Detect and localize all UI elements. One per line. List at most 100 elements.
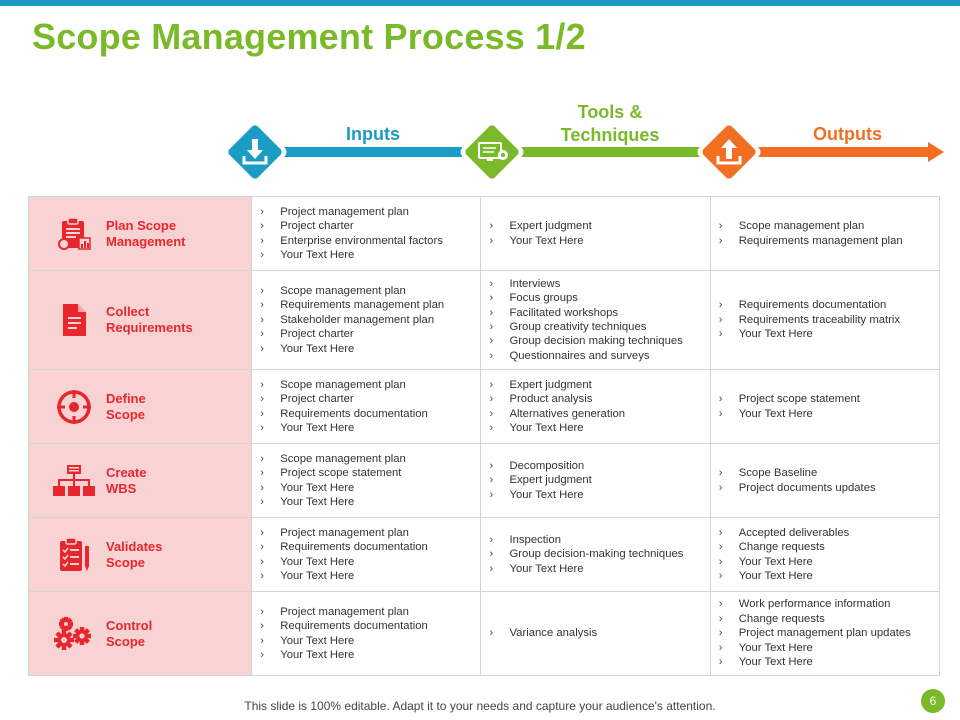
stage-label-outputs: Outputs [813, 124, 882, 144]
crosshair-icon [49, 387, 99, 427]
list-item: Your Text Here [489, 488, 709, 503]
inputs-cell: Scope management planProject scope state… [251, 443, 482, 518]
clipboard-chart-icon [49, 214, 99, 254]
list-item: Your Text Here [489, 421, 709, 436]
inputs-cell: Scope management planRequirements manage… [251, 270, 482, 370]
tools-list: InterviewsFocus groupsFacilitated worksh… [489, 277, 709, 364]
list-item: Project charter [260, 327, 480, 342]
list-item: Scope management plan [719, 219, 939, 234]
flow-line-outputs [735, 147, 931, 157]
table-row: Collect RequirementsScope management pla… [27, 270, 941, 370]
gears-icon [49, 614, 99, 654]
process-name: Define Scope [106, 390, 146, 422]
process-name: Create WBS [106, 464, 147, 496]
process-cell: Control Scope [27, 591, 253, 676]
list-item: Your Text Here [260, 569, 480, 584]
outputs-list: Scope BaselineProject documents updates [719, 466, 939, 495]
inputs-diamond [215, 112, 295, 192]
list-item: Project management plan [260, 605, 480, 620]
outputs-cell: Work performance informationChange reque… [709, 591, 941, 676]
list-item: Group decision making techniques [489, 334, 709, 349]
outputs-cell: Accepted deliverablesChange requestsYour… [709, 517, 941, 592]
process-label-group: Validates Scope [29, 535, 251, 575]
list-item: Your Text Here [260, 342, 480, 357]
outputs-list: Requirements documentationRequirements t… [719, 298, 939, 342]
outputs-list: Project scope statementYour Text Here [719, 392, 939, 421]
process-name: Validates Scope [106, 538, 163, 570]
list-item: Project scope statement [260, 466, 480, 481]
outputs-diamond [689, 112, 769, 192]
list-item: Your Text Here [719, 327, 939, 342]
document-icon [49, 300, 99, 340]
table-row: Validates Scope Project management planRe… [27, 517, 941, 592]
inputs-list: Scope management planRequirements manage… [260, 284, 480, 356]
list-item: Expert judgment [489, 378, 709, 393]
stage-label-tools-line2: Techniques [560, 125, 660, 145]
stage-label-tools: Tools & Techniques [540, 101, 680, 147]
process-cell: Plan Scope Management [27, 196, 253, 271]
tools-list: Variance analysis [489, 626, 709, 641]
list-item: Project management plan [260, 526, 480, 541]
outputs-cell: Scope management planRequirements manage… [709, 196, 941, 271]
monitor-gear-icon [460, 120, 524, 184]
process-name: Plan Scope Management [106, 217, 186, 249]
table-row: Plan Scope Management Project management … [27, 196, 941, 271]
outputs-cell: Scope BaselineProject documents updates [709, 443, 941, 518]
flow-line-tools [500, 147, 700, 157]
process-label-group: Collect Requirements [29, 300, 251, 340]
list-item: Scope management plan [260, 378, 480, 393]
process-label-group: Define Scope [29, 387, 251, 427]
list-item: Enterprise environmental factors [260, 234, 480, 249]
list-item: Expert judgment [489, 473, 709, 488]
list-item: Your Text Here [719, 641, 939, 656]
process-cell: Define Scope [27, 369, 253, 444]
inputs-list: Project management planProject charterEn… [260, 205, 480, 263]
tools-cell: InterviewsFocus groupsFacilitated worksh… [480, 270, 711, 370]
list-item: Your Text Here [260, 495, 480, 510]
process-label-group: Create WBS [29, 461, 251, 501]
slide-title: Scope Management Process 1/2 [32, 16, 586, 57]
table-row: Control Scope Project management planRequ… [27, 591, 941, 676]
tools-cell: Expert judgmentProduct analysisAlternati… [480, 369, 711, 444]
table-row: Create WBS Scope management planProject s… [27, 443, 941, 518]
process-cell: Collect Requirements [27, 270, 253, 370]
outputs-cell: Requirements documentationRequirements t… [709, 270, 941, 370]
inputs-cell: Scope management planProject charterRequ… [251, 369, 482, 444]
inputs-list: Scope management planProject charterRequ… [260, 378, 480, 436]
outputs-list: Work performance informationChange reque… [719, 597, 939, 669]
process-name: Control Scope [106, 617, 153, 649]
process-cell: Create WBS [27, 443, 253, 518]
list-item: Your Text Here [260, 634, 480, 649]
tools-list: InspectionGroup decision-making techniqu… [489, 533, 709, 577]
list-item: Change requests [719, 612, 939, 627]
list-item: Project management plan updates [719, 626, 939, 641]
list-item: Expert judgment [489, 219, 709, 234]
list-item: Group creativity techniques [489, 320, 709, 335]
flow-arrow-head [928, 142, 944, 162]
list-item: Requirements documentation [260, 540, 480, 555]
flow-line-inputs [262, 147, 462, 157]
list-item: Your Text Here [489, 234, 709, 249]
list-item: Product analysis [489, 392, 709, 407]
list-item: Variance analysis [489, 626, 709, 641]
process-label-group: Plan Scope Management [29, 214, 251, 254]
process-cell: Validates Scope [27, 517, 253, 592]
list-item: Your Text Here [260, 481, 480, 496]
list-item: Requirements management plan [260, 298, 480, 313]
outputs-list: Accepted deliverablesChange requestsYour… [719, 526, 939, 584]
process-table: Plan Scope ManagementProject management … [27, 196, 941, 676]
process-label-group: Control Scope [29, 614, 251, 654]
list-item: Inspection [489, 533, 709, 548]
list-item: Facilitated workshops [489, 306, 709, 321]
list-item: Your Text Here [719, 569, 939, 584]
inputs-list: Scope management planProject scope state… [260, 452, 480, 510]
list-item: Project charter [260, 219, 480, 234]
outputs-list: Scope management planRequirements manage… [719, 219, 939, 248]
inputs-cell: Project management planRequirements docu… [251, 517, 482, 592]
list-item: Group decision-making techniques [489, 547, 709, 562]
outputs-cell: Project scope statementYour Text Here [709, 369, 941, 444]
inputs-list: Project management planRequirements docu… [260, 605, 480, 663]
list-item: Project documents updates [719, 481, 939, 496]
list-item: Scope Baseline [719, 466, 939, 481]
list-item: Requirements traceability matrix [719, 313, 939, 328]
